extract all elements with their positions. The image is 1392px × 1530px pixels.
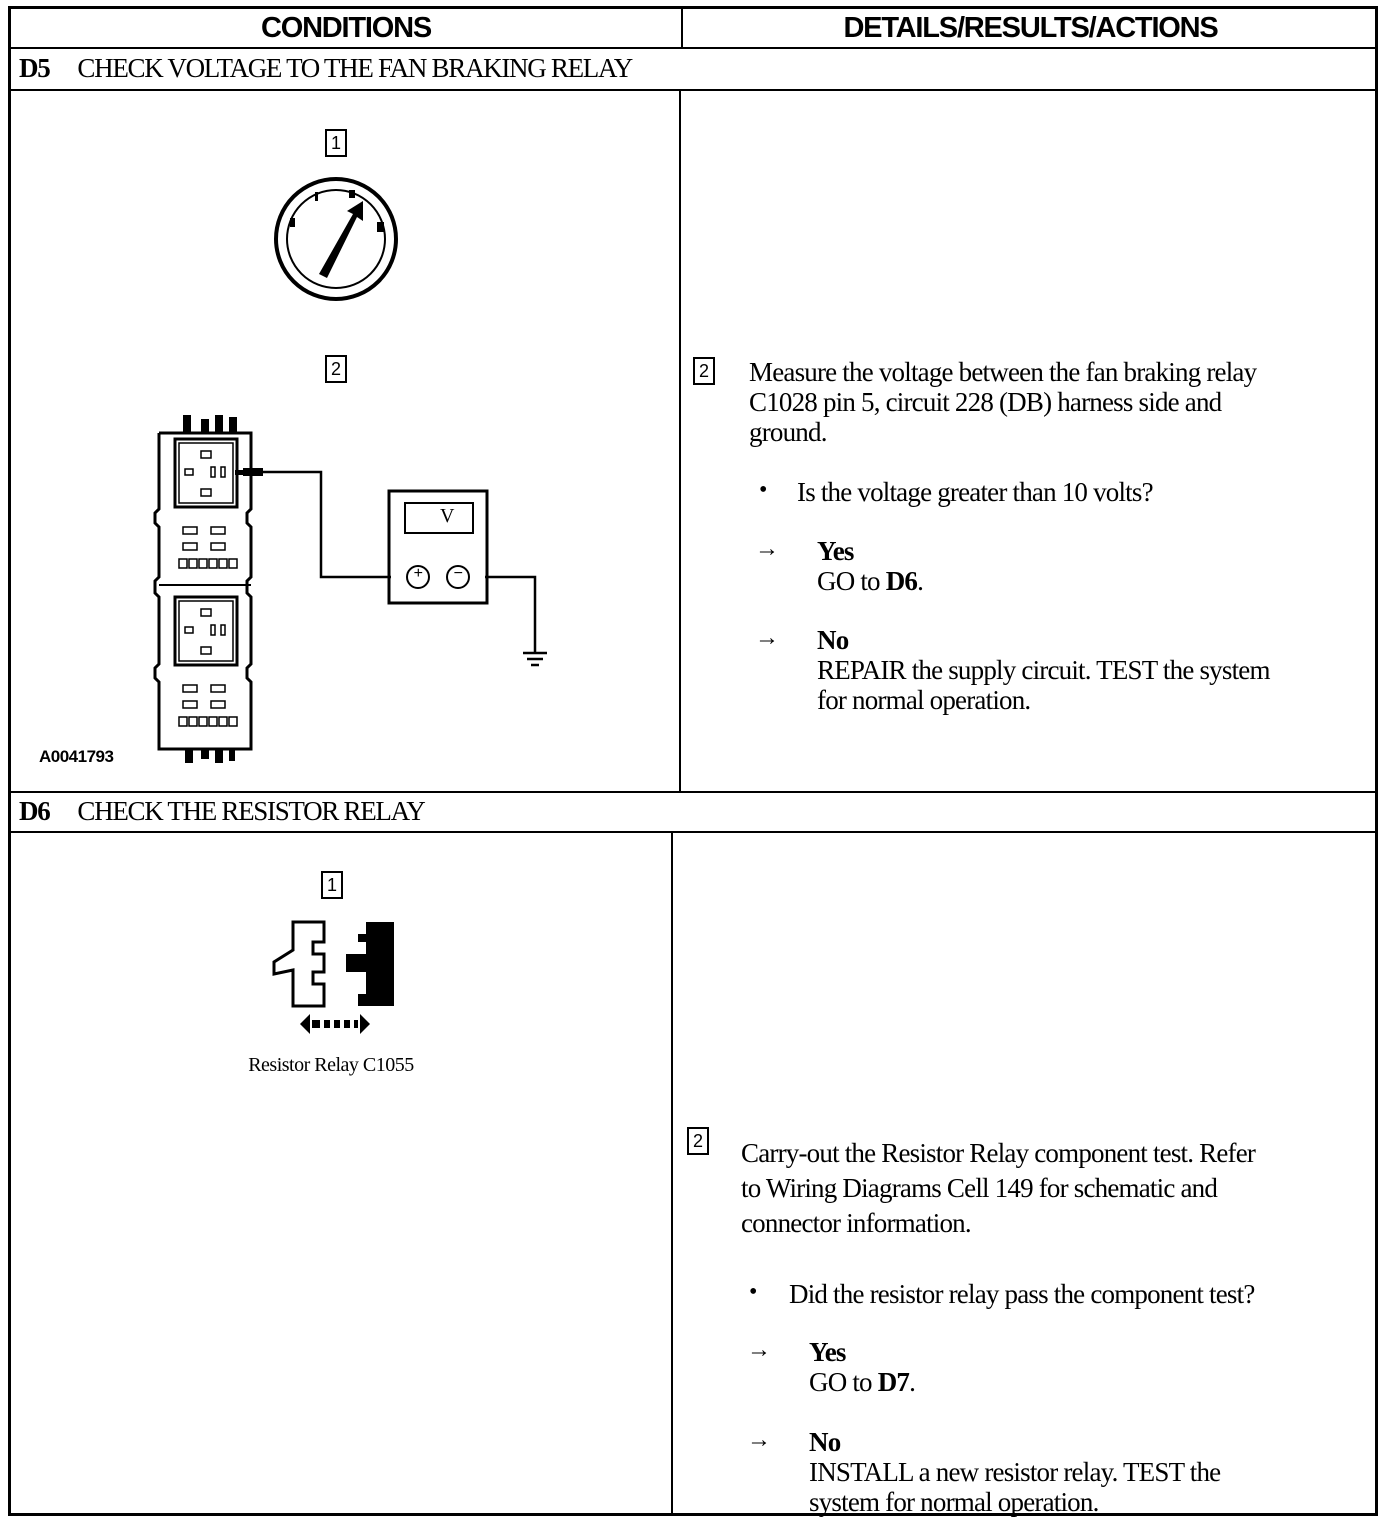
arrow-right-icon: → [747, 1427, 771, 1453]
d6-instruction: Carry-out the Resistor Relay component t… [741, 1136, 1371, 1241]
d6-question: Did the resistor relay pass the componen… [789, 1279, 1255, 1309]
d6-yes-label: Yes [809, 1337, 846, 1367]
detail-step-2-box: 2 [693, 357, 715, 385]
meter-minus-label: − [453, 565, 463, 582]
d6-column-divider [671, 831, 673, 1516]
figure-step-1-box: 1 [321, 871, 343, 899]
action-suffix: . [909, 1367, 916, 1397]
action-prefix: GO to [817, 566, 886, 596]
d5-no-action: REPAIR the supply circuit. TEST the syst… [817, 655, 1377, 715]
bullet-icon: • [749, 1279, 758, 1305]
instruction-line: ground. [749, 417, 827, 447]
step-title: CHECK VOLTAGE TO THE FAN BRAKING RELAY [77, 52, 633, 83]
d6-header-divider [11, 791, 1375, 793]
figure-id-label: A0041793 [39, 747, 114, 766]
figure-step-2-box: 2 [325, 355, 347, 383]
d6-no-label: No [809, 1427, 841, 1457]
d5-question: Is the voltage greater than 10 volts? [797, 477, 1154, 507]
header-divider [11, 47, 1375, 49]
goto-target: D6 [885, 566, 918, 596]
action-prefix: GO to [809, 1367, 878, 1397]
action-line: INSTALL a new resistor relay. TEST the [809, 1457, 1221, 1487]
d5-title-divider [11, 89, 1375, 91]
instruction-line: Measure the voltage between the fan brak… [749, 357, 1257, 387]
step-id: D6 [19, 795, 51, 826]
instruction-line: C1028 pin 5, circuit 228 (DB) harness si… [749, 387, 1222, 417]
d6-title-divider [11, 831, 1375, 833]
figure-caption: Resistor Relay C1055 [248, 1054, 414, 1076]
voltmeter-label: V [440, 505, 454, 527]
action-line: system for normal operation. [809, 1487, 1099, 1517]
instruction-line: connector information. [741, 1208, 972, 1238]
fuse-relay-box-diagram [153, 415, 547, 763]
step-id: D5 [19, 52, 51, 83]
d5-column-divider [679, 89, 681, 791]
ignition-switch-icon [274, 177, 398, 301]
d5-yes-label: Yes [817, 536, 854, 566]
step-title: CHECK THE RESISTOR RELAY [77, 795, 425, 826]
meter-plus-label: + [413, 565, 423, 582]
d5-yes-action: GO to D6. [817, 566, 924, 596]
step-header-d6: D6 CHECK THE RESISTOR RELAY [19, 792, 426, 830]
d6-no-action: INSTALL a new resistor relay. TEST the s… [809, 1457, 1369, 1517]
arrow-right-icon: → [755, 625, 779, 651]
resistor-relay-connector-diagram [272, 920, 394, 1034]
detail-step-2-box: 2 [687, 1127, 709, 1155]
instruction-line: to Wiring Diagrams Cell 149 for schemati… [741, 1173, 1218, 1203]
d5-no-label: No [817, 625, 849, 655]
action-line: REPAIR the supply circuit. TEST the syst… [817, 655, 1270, 685]
arrow-right-icon: → [755, 536, 779, 562]
goto-target: D7 [877, 1367, 910, 1397]
d6-yes-action: GO to D7. [809, 1367, 916, 1397]
action-line: for normal operation. [817, 685, 1031, 715]
d5-instruction: Measure the voltage between the fan brak… [749, 357, 1369, 447]
header-column-divider [681, 9, 683, 47]
column-header-details: DETAILS/RESULTS/ACTIONS [843, 11, 1218, 44]
step-header-d5: D5 CHECK VOLTAGE TO THE FAN BRAKING RELA… [19, 49, 633, 87]
action-suffix: . [917, 566, 924, 596]
column-header-conditions: CONDITIONS [260, 11, 432, 44]
instruction-line: Carry-out the Resistor Relay component t… [741, 1138, 1256, 1168]
diagnostic-table: CONDITIONS DETAILS/RESULTS/ACTIONS D5 CH… [8, 6, 1378, 1517]
bullet-icon: • [759, 477, 768, 503]
figure-step-1-box: 1 [325, 129, 347, 157]
arrow-right-icon: → [747, 1337, 771, 1363]
